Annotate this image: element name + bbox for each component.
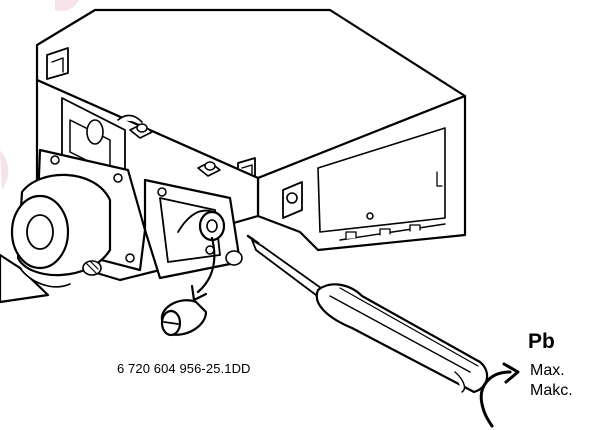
gas-type-label: Pb [528,330,555,353]
counterclockwise-arrow-icon [479,362,520,428]
curved-arrow-down-icon [190,236,216,302]
valve-housing [35,8,467,252]
regulator-block [143,178,243,280]
setting-label-latin: Max. [530,362,565,379]
inlet-cylinder [0,173,112,304]
setting-label-cyrillic: Makc. [530,382,573,399]
removed-cap [160,299,208,337]
screwdriver [246,234,489,394]
drawing-reference-code: 6 720 604 956-25.1DD [117,361,251,376]
